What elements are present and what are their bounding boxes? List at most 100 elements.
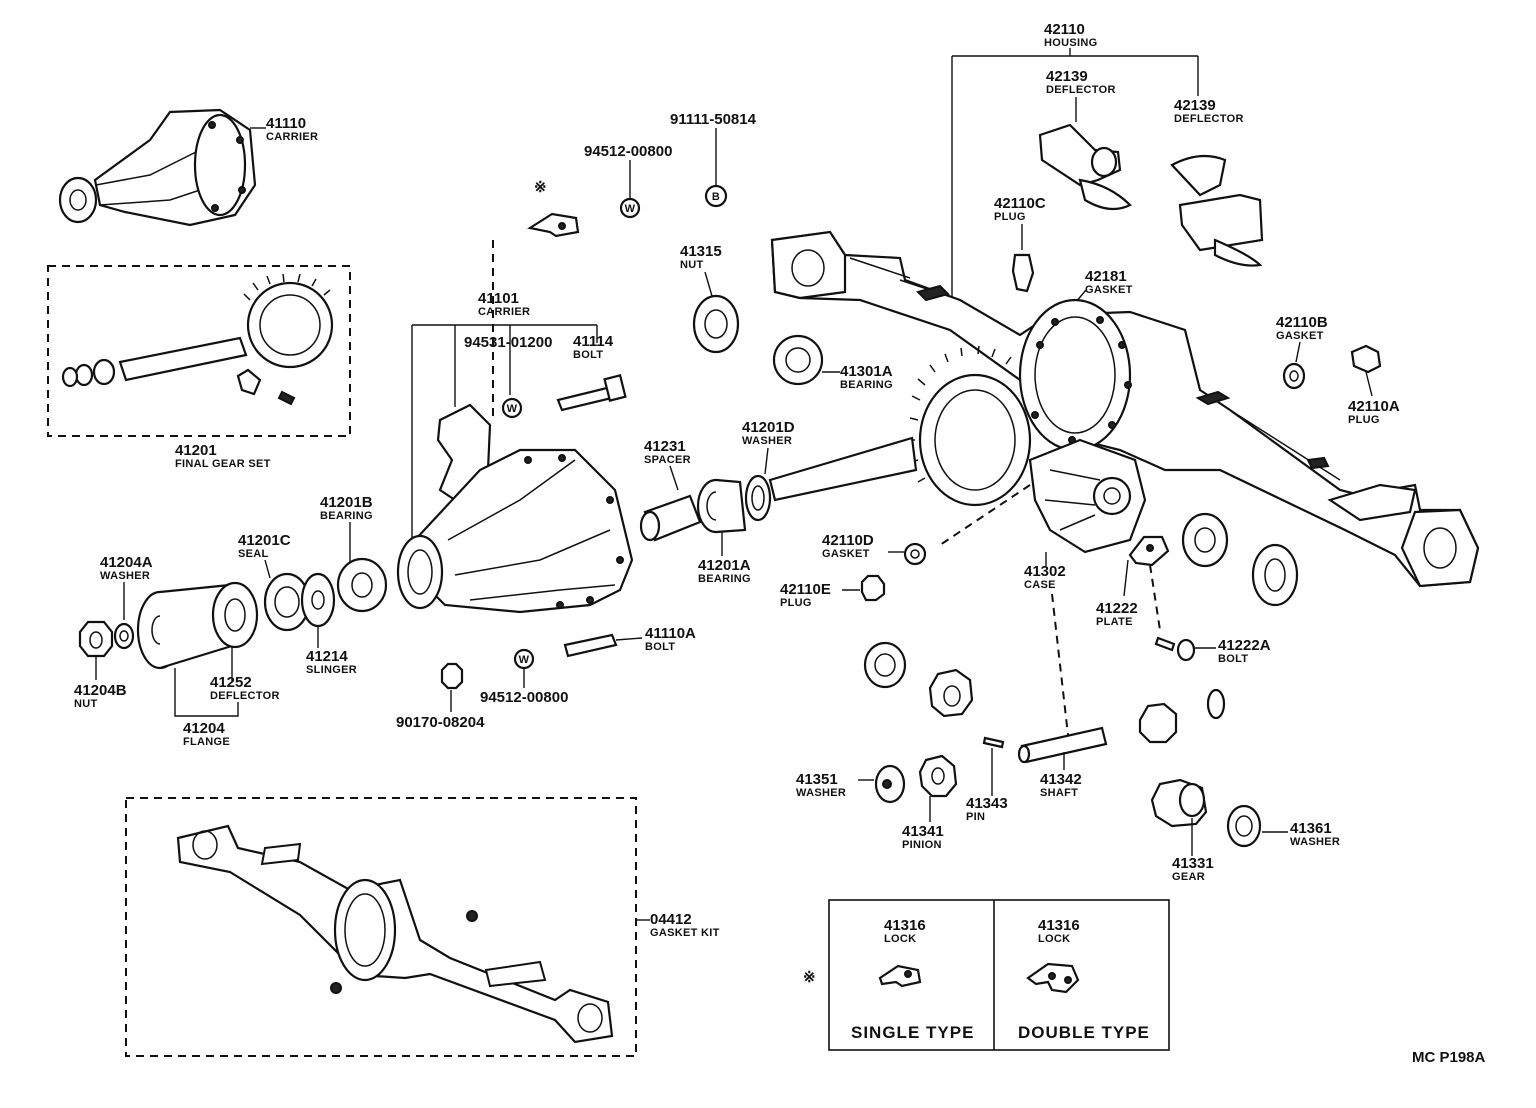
callout-42110B-number: 42110B bbox=[1276, 314, 1328, 331]
callout-41110-number: 41110 bbox=[266, 115, 306, 132]
shaft-dashed-guide bbox=[1051, 593, 1069, 736]
callout-42110A-number: 42110A bbox=[1348, 398, 1400, 415]
callout-41302-number: 41302 bbox=[1024, 563, 1066, 580]
callout-41201-name: FINAL GEAR SET bbox=[175, 458, 271, 470]
callout-41351-number: 41351 bbox=[796, 771, 838, 788]
washer-41204A bbox=[113, 622, 135, 650]
callout-41231-number: 41231 bbox=[644, 438, 686, 455]
flange-41204 bbox=[136, 581, 259, 670]
axle-housing-42110 bbox=[770, 230, 1480, 588]
callout-42110E-name: PLUG bbox=[780, 597, 812, 609]
callout-41110A-name: BOLT bbox=[645, 641, 675, 653]
callout-42110C-name: PLUG bbox=[994, 211, 1026, 223]
callout-41204A-number: 41204A bbox=[100, 554, 153, 571]
washer-marker-low-letter: W bbox=[519, 654, 530, 666]
callout-41361-number: 41361 bbox=[1290, 820, 1332, 837]
callout-41110-name: CARRIER bbox=[266, 131, 318, 143]
asterisk-marker-top: ※ bbox=[534, 179, 547, 196]
callout-94512-low-number: 94512-00800 bbox=[480, 689, 568, 706]
lock-double-number: 41316 bbox=[1038, 917, 1080, 934]
gasket-kit-housing bbox=[176, 824, 614, 1044]
callout-41201C-name: SEAL bbox=[238, 548, 269, 560]
callout-42139b-name: DEFLECTOR bbox=[1174, 113, 1244, 125]
callout-41331-name: GEAR bbox=[1172, 871, 1205, 883]
gasket-42110D bbox=[903, 542, 927, 566]
bolt-marker bbox=[704, 184, 728, 208]
callout-41222A-number: 41222A bbox=[1218, 637, 1271, 654]
final-gear-set-box bbox=[47, 265, 351, 437]
plate-dashed-guide bbox=[1149, 564, 1161, 631]
callout-41252-number: 41252 bbox=[210, 674, 252, 691]
plug-42110A bbox=[1350, 344, 1382, 374]
callout-41301A-number: 41301A bbox=[840, 363, 893, 380]
callout-41315-name: NUT bbox=[680, 259, 704, 271]
nut-41204B bbox=[78, 620, 114, 658]
gasket-42110B bbox=[1282, 362, 1306, 390]
callout-41201D-number: 41201D bbox=[742, 419, 795, 436]
final-gear-set-parts bbox=[61, 273, 334, 406]
callout-41201B-name: BEARING bbox=[320, 510, 373, 522]
side-gear-left bbox=[928, 668, 974, 718]
callout-42139b-number: 42139 bbox=[1174, 97, 1216, 114]
lock-single-number: 41316 bbox=[884, 917, 926, 934]
ring-gear-and-pinion bbox=[768, 345, 1032, 507]
callout-41201-number: 41201 bbox=[175, 442, 217, 459]
callout-41204B-name: NUT bbox=[74, 698, 98, 710]
lock-double-name: LOCK bbox=[1038, 933, 1070, 945]
callout-41343-name: PIN bbox=[966, 811, 985, 823]
callout-41222-name: PLATE bbox=[1096, 616, 1133, 628]
plug-42110E bbox=[860, 574, 886, 602]
callout-41252-name: DEFLECTOR bbox=[210, 690, 280, 702]
callout-04412-name: GASKET KIT bbox=[650, 927, 720, 939]
nut-90170 bbox=[440, 662, 464, 690]
callout-41110A-number: 41110A bbox=[645, 625, 696, 642]
side-bearing bbox=[1181, 512, 1229, 568]
callout-41204A-name: WASHER bbox=[100, 570, 150, 582]
lock-single-name: LOCK bbox=[884, 933, 916, 945]
callout-41343-number: 41343 bbox=[966, 795, 1008, 812]
washer-41201D bbox=[744, 474, 772, 522]
callout-42110-number: 42110 bbox=[1044, 21, 1085, 38]
callout-04412-number: 04412 bbox=[650, 911, 692, 928]
lock-table-asterisk: ※ bbox=[803, 969, 816, 986]
callout-41231-name: SPACER bbox=[644, 454, 691, 466]
callout-41222A-name: BOLT bbox=[1218, 653, 1248, 665]
callout-41204B-number: 41204B bbox=[74, 682, 127, 699]
callout-42181-name: GASKET bbox=[1085, 284, 1133, 296]
lock-single-icon bbox=[878, 964, 922, 988]
callout-42110E-number: 42110E bbox=[780, 581, 831, 598]
washer-marker-mid bbox=[501, 397, 523, 419]
callout-42139a-number: 42139 bbox=[1046, 68, 1088, 85]
callout-41341-name: PINION bbox=[902, 839, 942, 851]
callout-41301A-name: BEARING bbox=[840, 379, 893, 391]
callout-41351-name: WASHER bbox=[796, 787, 846, 799]
differential-case-41302 bbox=[1028, 438, 1147, 554]
washer-41361 bbox=[1226, 804, 1262, 848]
deflector-42139-left bbox=[1038, 123, 1132, 211]
callout-41342-name: SHAFT bbox=[1040, 787, 1078, 799]
washer-marker-top bbox=[619, 197, 641, 219]
callout-41302-name: CASE bbox=[1024, 579, 1056, 591]
bearing-41301A bbox=[772, 334, 824, 386]
callout-41114-number: 41114 bbox=[573, 333, 614, 350]
bearing-41201B bbox=[336, 557, 388, 613]
callout-94531-number: 94531-01200 bbox=[464, 334, 552, 351]
callout-42110A-name: PLUG bbox=[1348, 414, 1380, 426]
callout-42110C-number: 42110C bbox=[994, 195, 1046, 212]
callout-41214-name: SLINGER bbox=[306, 664, 357, 676]
callout-41204-number: 41204 bbox=[183, 720, 225, 737]
callout-41342-number: 41342 bbox=[1040, 771, 1082, 788]
callout-41361-name: WASHER bbox=[1290, 836, 1340, 848]
washer-marker-top-letter: W bbox=[625, 203, 636, 215]
callout-90170-number: 90170-08204 bbox=[396, 714, 485, 731]
bolt-marker-letter: B bbox=[712, 191, 720, 203]
callout-41341-number: 41341 bbox=[902, 823, 944, 840]
bolt-41110A bbox=[563, 633, 618, 658]
thrust-washer-small bbox=[1206, 688, 1226, 720]
callout-94512-top-number: 94512-00800 bbox=[584, 143, 672, 160]
deflector-42139-right bbox=[1170, 154, 1264, 267]
gasket-dashed-guide bbox=[939, 484, 1031, 546]
callout-41201A-name: BEARING bbox=[698, 573, 751, 585]
callout-42139a-name: DEFLECTOR bbox=[1046, 84, 1116, 96]
